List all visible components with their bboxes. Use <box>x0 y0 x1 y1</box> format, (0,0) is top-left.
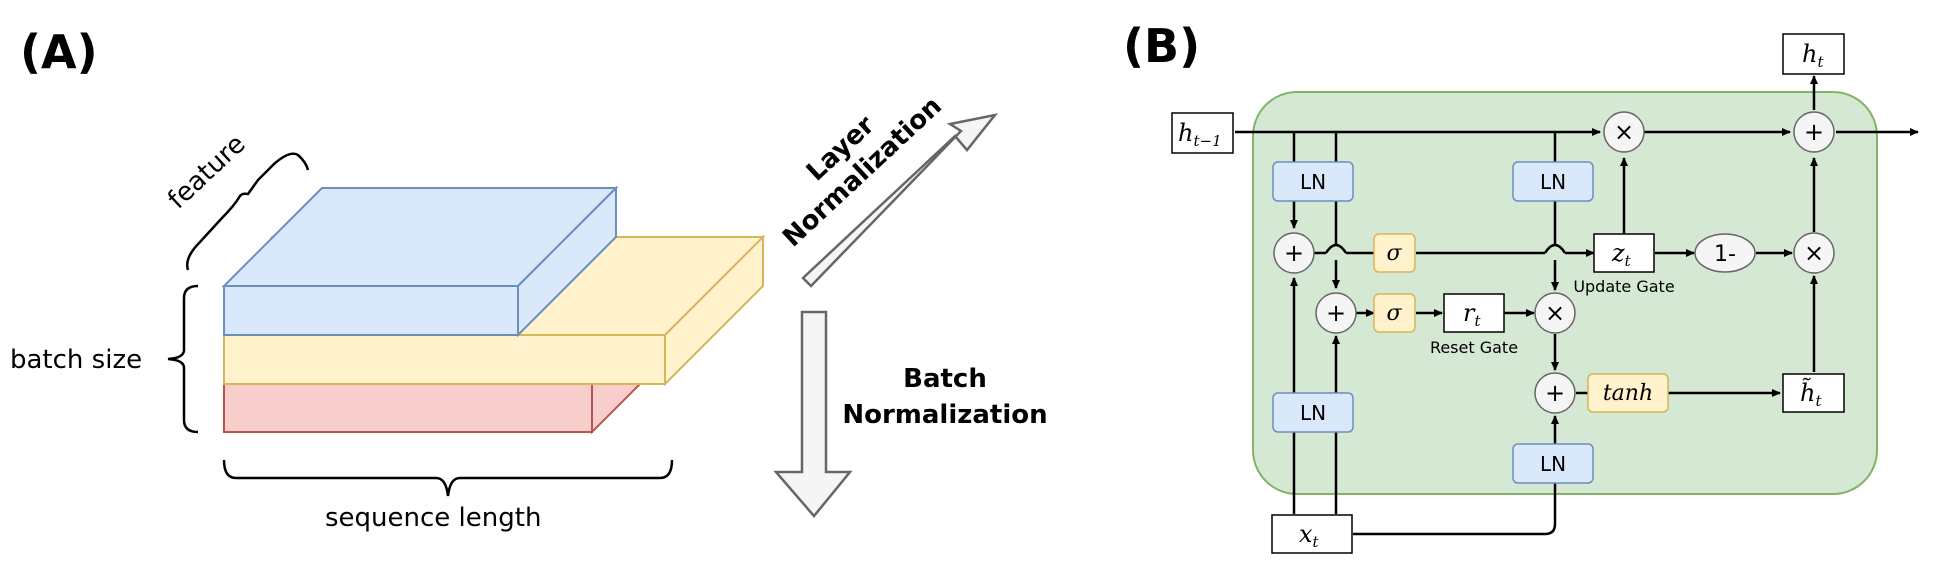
h-prev-box: ht−1 <box>1171 112 1234 154</box>
wire-hops <box>1324 243 1567 260</box>
plus-node-2: + <box>1315 292 1357 334</box>
panel-b-label: (B) <box>1123 19 1200 73</box>
batch-size-label: batch size <box>10 345 142 375</box>
update-gate-label: Update Gate <box>1573 277 1674 296</box>
batch-norm-arrow <box>773 310 853 518</box>
svg-text:rt: rt <box>1463 299 1481 330</box>
plus-node-candidate: + <box>1534 372 1576 414</box>
svg-text:+: + <box>1804 118 1824 146</box>
svg-text:Normalization: Normalization <box>842 400 1047 430</box>
ln-box-3: LN <box>1272 392 1354 433</box>
sequence-length-brace <box>222 459 674 497</box>
svg-text:LN: LN <box>1540 452 1566 476</box>
feature-label: feature <box>162 129 251 215</box>
sigma-box-reset: σ <box>1373 293 1416 333</box>
svg-text:×: × <box>1545 299 1565 327</box>
h-t-box: ht <box>1782 33 1845 75</box>
plus-node-top: + <box>1793 111 1835 153</box>
ln-box-2: LN <box>1512 161 1594 202</box>
sigma-box-update: σ <box>1373 233 1416 273</box>
tanh-box: tanh <box>1587 373 1669 413</box>
svg-text:σ: σ <box>1386 241 1402 266</box>
layer-norm-arrow <box>801 113 999 288</box>
svg-text:ht−1: ht−1 <box>1178 119 1222 150</box>
feature-brace <box>186 152 310 271</box>
ln-box-1: LN <box>1272 161 1354 202</box>
gru-cell-background <box>1252 91 1878 495</box>
x-t-box: xt <box>1271 514 1353 554</box>
svg-text:ht: ht <box>1802 40 1824 71</box>
h-tilde-box: h̃t <box>1782 373 1845 413</box>
times-node-right: × <box>1793 232 1835 274</box>
sequence-length-label: sequence length <box>325 503 541 533</box>
times-node-top: × <box>1603 111 1645 153</box>
r-t-box: rt <box>1443 293 1505 333</box>
reset-gate-label: Reset Gate <box>1430 338 1518 357</box>
svg-text:σ: σ <box>1386 301 1402 326</box>
svg-text:×: × <box>1614 118 1634 146</box>
times-node-reset: × <box>1534 292 1576 334</box>
svg-text:xt: xt <box>1299 520 1320 551</box>
svg-text:+: + <box>1284 239 1304 267</box>
blue-slab <box>221 185 619 338</box>
svg-text:LN: LN <box>1300 170 1326 194</box>
red-slab <box>223 332 641 435</box>
svg-text:+: + <box>1545 379 1565 407</box>
batch-size-brace <box>167 284 199 434</box>
layer-norm-label: Layer Normalization <box>777 91 948 253</box>
ln-box-4: LN <box>1512 443 1594 484</box>
svg-text:LN: LN <box>1540 170 1566 194</box>
batch-norm-label: Batch Normalization <box>842 364 1047 430</box>
svg-text:LN: LN <box>1300 401 1326 425</box>
svg-text:×: × <box>1804 239 1824 267</box>
plus-node-1: + <box>1273 232 1315 274</box>
svg-text:+: + <box>1326 299 1346 327</box>
panel-a-label: (A) <box>20 25 98 79</box>
svg-text:Batch: Batch <box>903 364 987 394</box>
one-minus-node: 1- <box>1694 233 1756 273</box>
svg-text:h̃t: h̃t <box>1800 378 1822 410</box>
svg-text:tanh: tanh <box>1603 381 1653 406</box>
svg-text:zt: zt <box>1611 239 1632 270</box>
svg-text:1-: 1- <box>1714 242 1736 267</box>
z-t-box: zt <box>1593 233 1655 273</box>
